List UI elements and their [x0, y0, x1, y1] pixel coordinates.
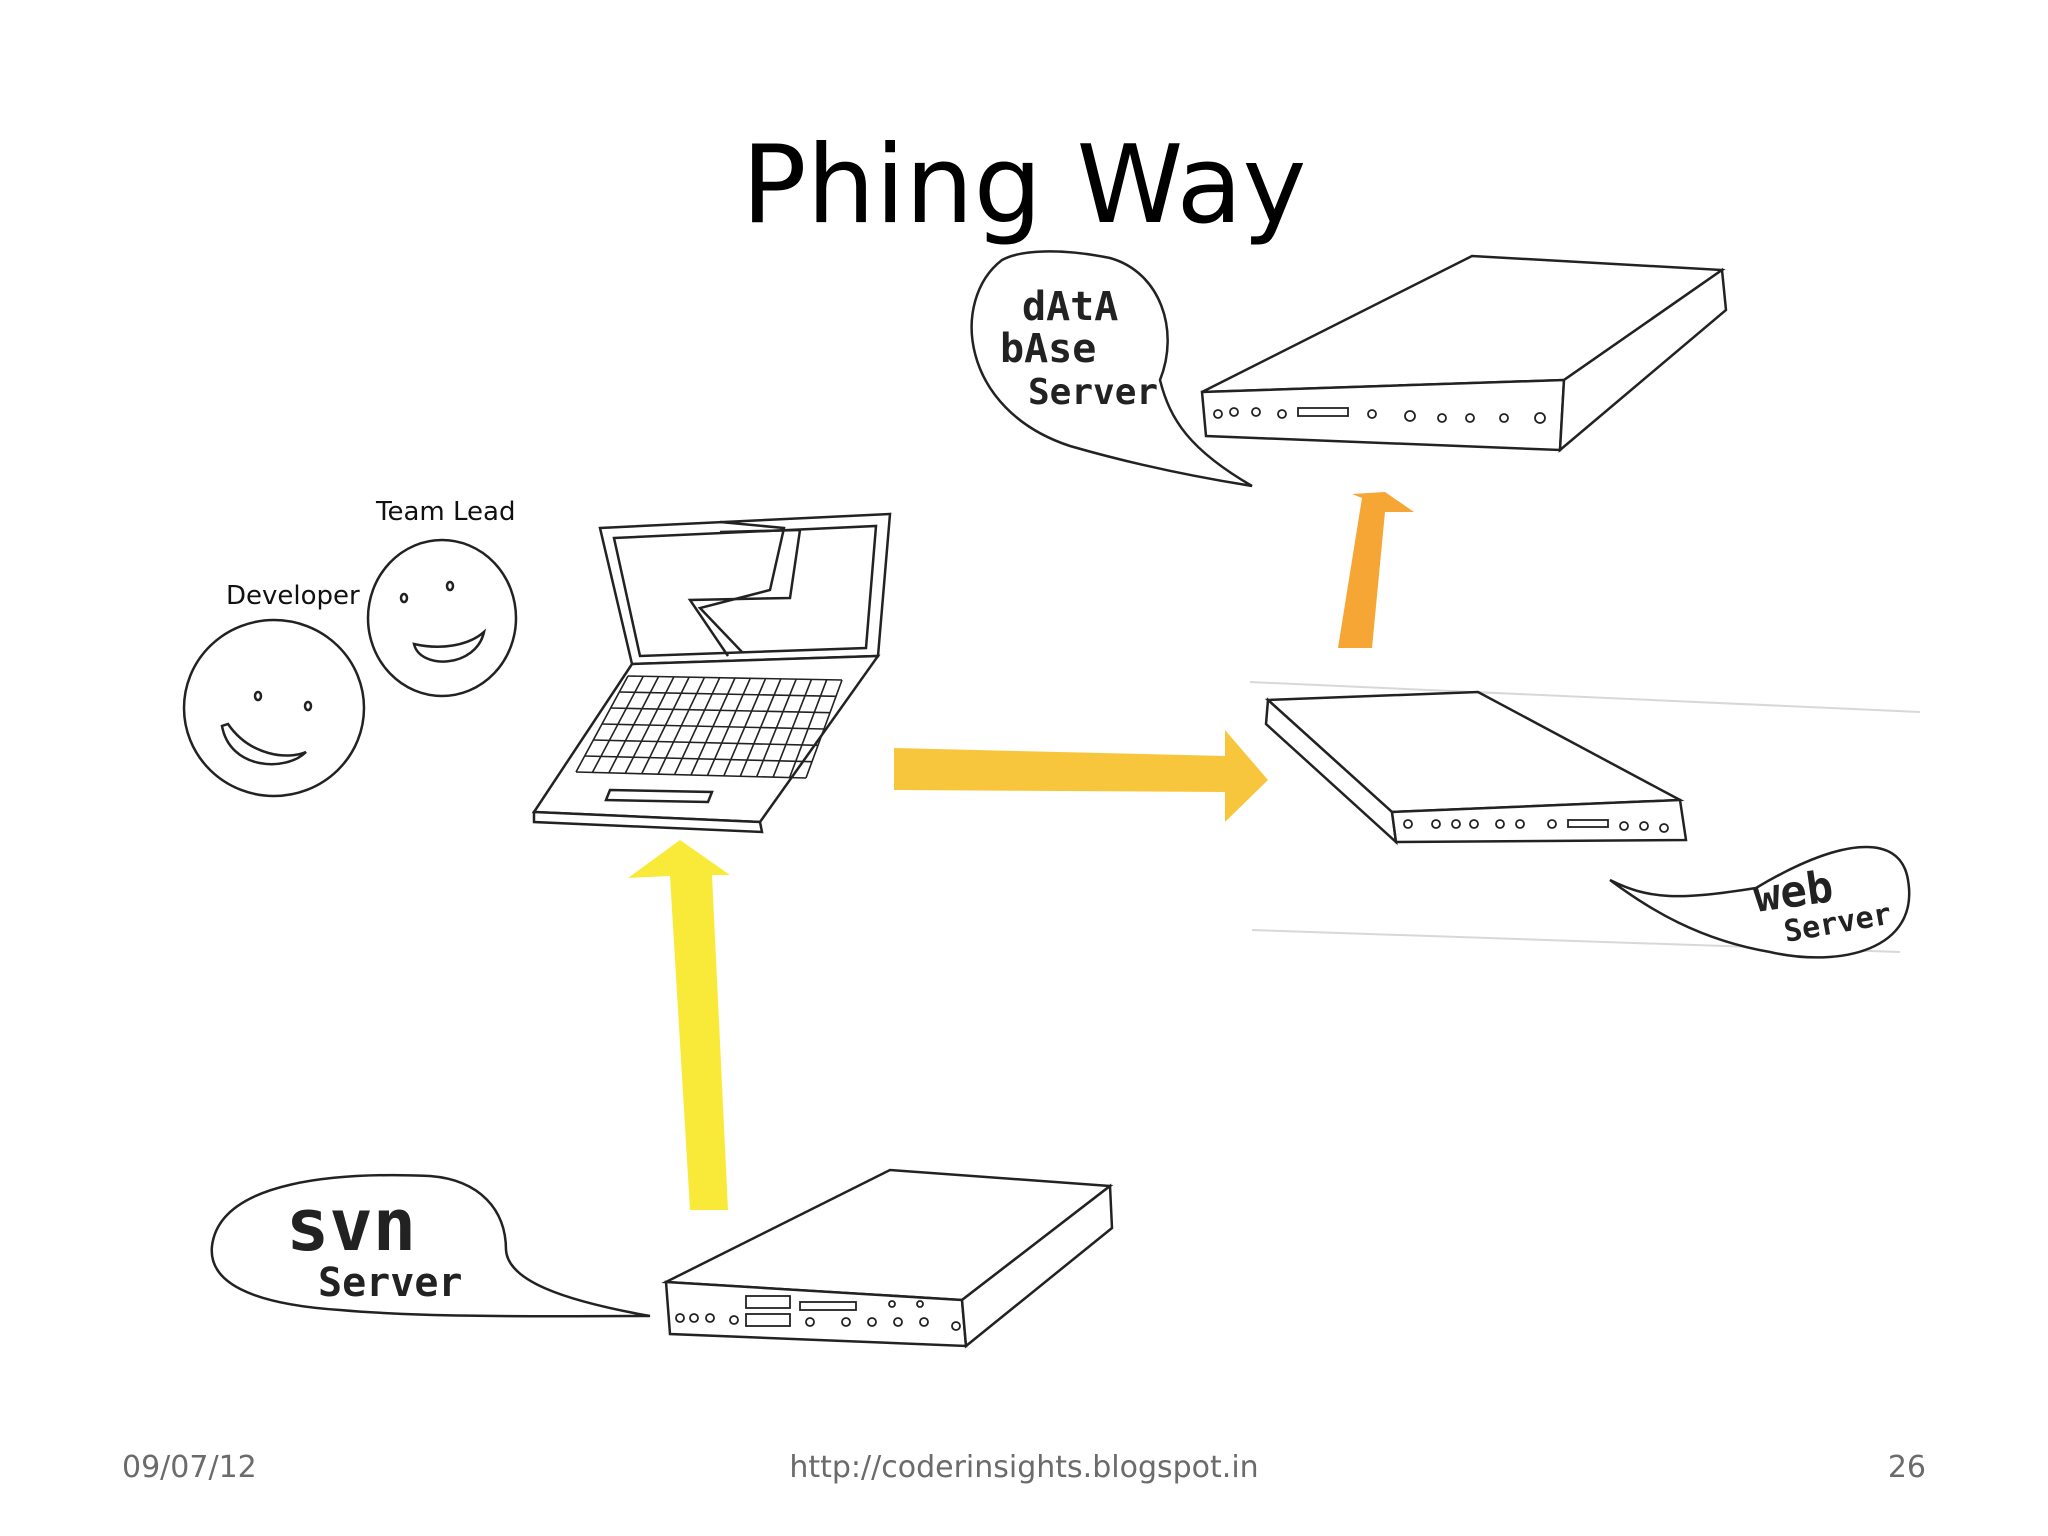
- arrow-svn-to-laptop: [628, 840, 730, 1210]
- keyboard-line: [608, 676, 660, 774]
- keyboard-line: [805, 679, 843, 779]
- database-server-icon: [1200, 254, 1728, 453]
- keyboard-line: [575, 675, 629, 773]
- keyboard-line: [755, 678, 797, 778]
- keyboard-line: [772, 679, 813, 778]
- team-lead-face: [366, 538, 518, 698]
- web-server-icon: [1264, 690, 1688, 846]
- footer-url[interactable]: http://coderinsights.blogspot.in: [789, 1450, 1259, 1485]
- keyboard-line: [788, 679, 828, 778]
- keyboard-line: [624, 676, 675, 774]
- keyboard-line: [657, 677, 706, 775]
- keyboard-line: [690, 677, 736, 776]
- team-lead-label: Team Lead: [375, 497, 515, 527]
- arrow-web-to-database: [1338, 492, 1414, 648]
- arrow-laptop-to-web: [894, 730, 1268, 822]
- keyboard-line: [673, 677, 721, 775]
- svn-label-line2: Server: [318, 1260, 463, 1306]
- developer-label: Developer: [226, 581, 360, 611]
- svn-server-icon: [661, 1168, 1114, 1349]
- database-server-callout: [970, 250, 1253, 488]
- database-label-line1: dAtA: [1022, 284, 1118, 330]
- svn-server-callout: [210, 1173, 651, 1318]
- keyboard-line: [723, 678, 767, 777]
- keyboard-line: [591, 675, 644, 773]
- database-label-line2: bAse: [1000, 326, 1096, 372]
- slide-title: Phing Way: [741, 123, 1307, 248]
- database-label-line3: Server: [1028, 372, 1158, 413]
- web-label-line1: web: [1750, 861, 1836, 923]
- footer-date: 09/07/12: [122, 1450, 257, 1485]
- svn-label-line1: svn: [286, 1183, 416, 1267]
- web-server-callout: [1609, 845, 1911, 959]
- keyboard-line: [706, 677, 752, 776]
- footer-page-number: 26: [1887, 1450, 1926, 1485]
- developer-face: [182, 618, 366, 798]
- laptop-icon: [531, 512, 892, 834]
- keyboard-line: [739, 678, 782, 777]
- keyboard-line: [640, 676, 690, 775]
